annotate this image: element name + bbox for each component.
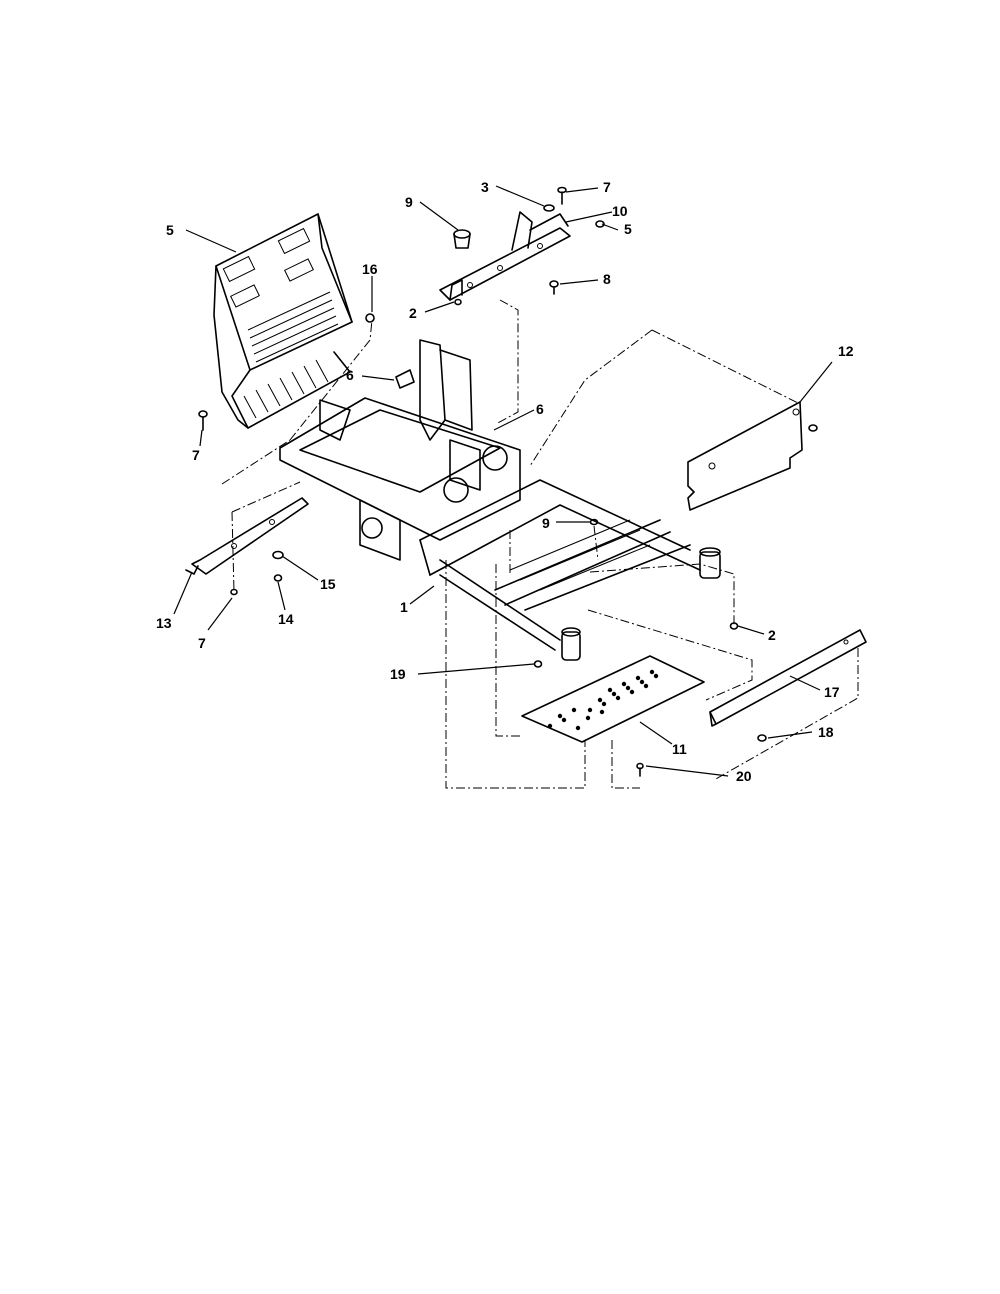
- callout-11: 11: [672, 741, 687, 757]
- callout-2-right: 2: [768, 627, 776, 643]
- left-bracket-part: [185, 497, 309, 575]
- main-frame-part: [279, 339, 721, 661]
- callout-6-left: 6: [346, 367, 354, 383]
- leader-lines: [173, 185, 833, 777]
- callout-7-left: 7: [192, 447, 200, 463]
- callout-20: 20: [736, 768, 752, 784]
- callout-15: 15: [320, 576, 336, 592]
- callout-1: 1: [400, 599, 408, 615]
- callout-6-right: 6: [536, 401, 544, 417]
- side-panel-part: [687, 401, 803, 511]
- callout-9-top: 9: [405, 194, 413, 210]
- floor-plate-part: [521, 655, 705, 743]
- hardware-parts: [198, 186, 818, 777]
- callout-10: 10: [612, 203, 628, 219]
- seat-pan-part: [213, 213, 353, 429]
- callout-8: 8: [603, 271, 611, 287]
- bar-part: [709, 629, 867, 727]
- callout-5: 5: [624, 221, 632, 237]
- callout-labels: 5 9 3 7 10 5 8 2 16 6 6 7 12 9 1 13 7 14…: [156, 179, 854, 784]
- callout-7-top: 7: [603, 179, 611, 195]
- callout-2-top: 2: [409, 305, 417, 321]
- callout-4: 5: [166, 222, 174, 238]
- callout-13: 13: [156, 615, 172, 631]
- callout-19: 19: [390, 666, 406, 682]
- alignment-lines: [221, 299, 859, 789]
- callout-7-bottom: 7: [198, 635, 206, 651]
- callout-12: 12: [838, 343, 854, 359]
- callout-18: 18: [818, 724, 834, 740]
- callout-14: 14: [278, 611, 294, 627]
- callout-9-mid: 9: [542, 515, 550, 531]
- callout-16: 16: [362, 261, 378, 277]
- callout-17: 17: [824, 684, 840, 700]
- callout-3: 3: [481, 179, 489, 195]
- upper-bracket-part: [439, 211, 571, 301]
